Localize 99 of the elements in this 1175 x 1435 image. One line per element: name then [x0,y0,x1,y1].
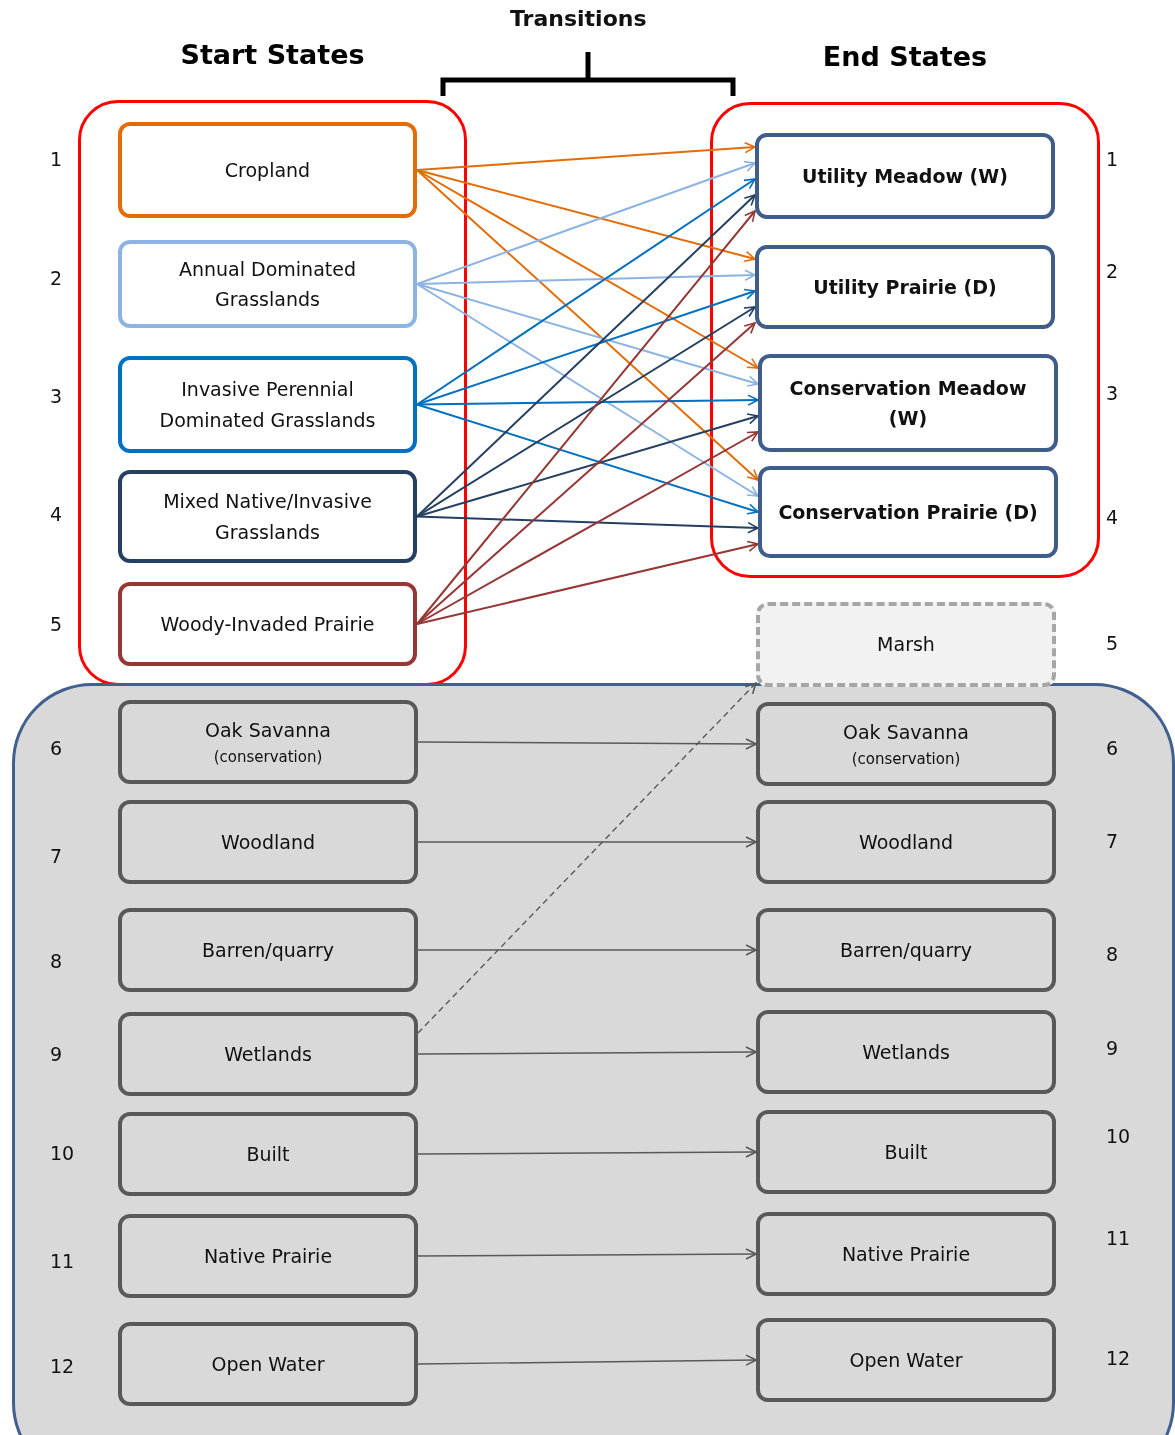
arrow [416,169,756,263]
state-label: Cropland [224,157,311,183]
row-number: 3 [50,385,63,407]
row-number: 6 [1106,737,1119,759]
state-label: Marsh [877,632,935,658]
state-label: Barren/quarry [202,937,334,963]
state-label: Oak Savanna [843,719,969,745]
row-number: 10 [1106,1125,1131,1147]
row-number: 2 [50,267,63,289]
state-box [118,1012,418,1096]
state-box [756,1318,1056,1402]
state-label: Invasive Perennial Dominated Grasslands [158,377,377,433]
state-box [118,240,417,328]
state-box [755,245,1055,329]
state-label: Native Prairie [203,1243,333,1269]
row-number: 8 [50,950,63,972]
state-box [756,1212,1056,1296]
arrow [417,682,757,1034]
state-box [756,602,1056,687]
arrow [416,169,759,369]
row-number: 7 [50,845,63,867]
row-number: 3 [1106,382,1119,404]
state-label: Utility Meadow (W) [802,163,1008,189]
arrow [416,169,759,481]
state-box [756,1110,1056,1194]
arrow [417,1046,757,1058]
arrow [416,431,759,625]
arrow [417,1354,757,1366]
row-number: 11 [1106,1227,1131,1249]
state-label: Woody-Invaded Prairie [160,611,375,637]
state-box [118,122,417,218]
arrow [417,944,757,956]
group-heading: End States [821,41,989,72]
state-label: Conservation Meadow (W) [788,375,1028,431]
row-number: 9 [1106,1037,1119,1059]
state-box [118,1214,418,1298]
row-number: 11 [50,1250,75,1272]
state-box [756,702,1056,786]
row-number: 8 [1106,943,1119,965]
row-number: 5 [50,613,63,635]
row-number: 4 [50,503,63,525]
state-note: (conservation) [213,747,323,769]
arrow [416,394,759,406]
state-box [756,1010,1056,1094]
state-note: (conservation) [851,749,961,771]
state-label: Conservation Prairie (D) [778,499,1038,525]
arrow [416,540,759,625]
background-panel [12,683,1175,1435]
state-box [118,582,417,666]
group-heading: Start States [179,39,366,70]
row-number: 5 [1106,632,1119,654]
state-label: Native Prairie [841,1241,971,1267]
arrow [416,283,759,497]
arrow [416,322,756,625]
row-number: 10 [50,1142,75,1164]
state-label: Mixed Native/Invasive Grasslands [162,489,373,545]
row-number: 12 [50,1355,75,1377]
arrow [417,1146,757,1158]
arrow [416,283,759,387]
state-box [118,470,417,563]
row-number: 2 [1106,260,1119,282]
state-label: Woodland [221,829,315,855]
state-box [118,356,417,453]
arrow [416,160,756,285]
state-box [756,908,1056,992]
state-label: Wetlands [224,1041,312,1067]
state-box [118,908,418,992]
row-number: 7 [1106,830,1119,852]
arrow [417,1248,757,1260]
arrow [417,836,757,848]
state-label: Utility Prairie (D) [813,274,997,300]
arrow [416,141,756,171]
arrow [416,178,756,406]
row-number: 1 [1106,148,1119,170]
row-number: 9 [50,1043,63,1065]
state-box [755,133,1055,219]
row-number: 1 [50,148,63,170]
state-label: Woodland [859,829,953,855]
state-box [118,800,418,884]
state-label: Wetlands [862,1039,950,1065]
state-box [118,700,418,784]
state-box [758,466,1058,558]
state-label: Open Water [849,1347,963,1373]
bracket-label: Transitions [510,6,647,31]
state-label: Oak Savanna [205,717,331,743]
state-label: Open Water [211,1351,325,1377]
arrow [417,738,757,750]
state-box [758,354,1058,452]
state-label: Annual Dominated Grasslands [178,256,357,312]
row-number: 4 [1106,506,1119,528]
row-number: 12 [1106,1347,1131,1369]
arrow [416,515,759,534]
state-box [756,800,1056,884]
row-number: 6 [50,737,63,759]
state-label: Built [246,1141,290,1167]
state-label: Built [884,1139,928,1165]
state-box [118,1322,418,1406]
state-label: Barren/quarry [840,937,972,963]
state-box [118,1112,418,1196]
